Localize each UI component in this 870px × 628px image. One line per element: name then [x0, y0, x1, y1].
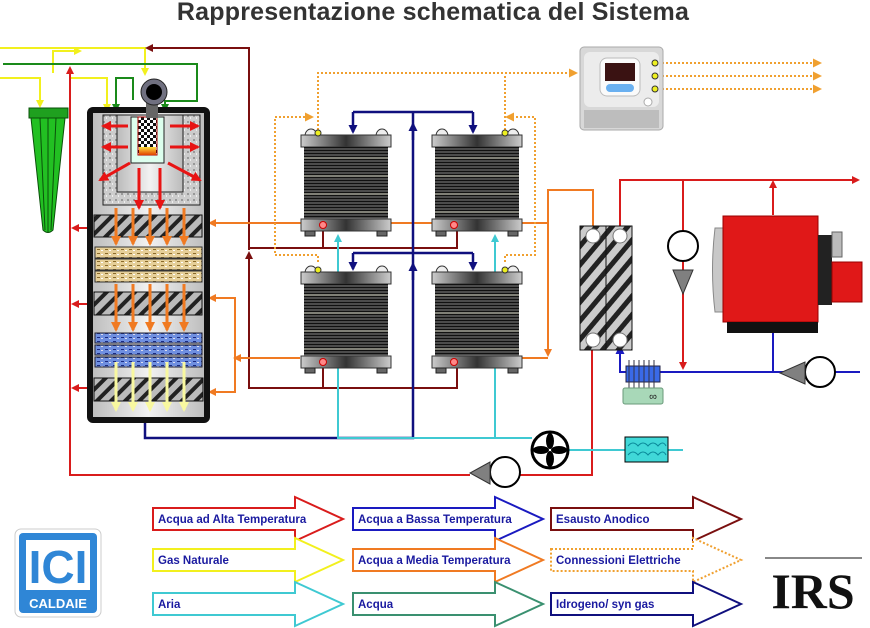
status-led-icons — [651, 59, 659, 93]
plate-heat-exchanger — [579, 225, 633, 351]
fuel-cell-stacks — [300, 128, 523, 374]
heat-arrows — [98, 121, 202, 210]
red-return-line — [66, 66, 470, 476]
legend-item: Acqua — [352, 580, 546, 628]
legend-label: Aria — [158, 599, 181, 611]
flow-meter-symbol: ∞ — [649, 391, 657, 403]
gas-line-reformer — [70, 77, 111, 112]
backup-boiler — [712, 215, 863, 333]
legend-arrow — [352, 536, 546, 584]
legend-label: Idrogeno/ syn gas — [556, 599, 654, 611]
fuel-cell-stack — [300, 128, 392, 237]
legend-item: Gas Naturale — [152, 536, 346, 584]
anode-exhaust-line — [145, 44, 250, 250]
legend-item: Acqua ad Alta Temperatura — [152, 495, 346, 543]
burner-chimney — [140, 78, 168, 118]
red-hex-in — [520, 338, 596, 476]
fuel-cell-stack — [300, 265, 392, 374]
legend-arrow — [152, 495, 346, 543]
legend-arrow — [550, 580, 744, 628]
pump-bypass — [667, 230, 699, 296]
blue-return-line — [615, 345, 860, 373]
anode-exhaust-lower-join — [245, 251, 323, 389]
legend-label: Acqua a Bassa Temperatura — [358, 514, 512, 526]
legend-label: Acqua a Media Temperatura — [358, 555, 511, 567]
cyclone-separator — [28, 107, 69, 233]
gas-line-branch — [52, 47, 82, 73]
diagram-title: Rappresentazione schematica del Sistema — [176, 0, 690, 26]
fuel-cell-stack — [431, 128, 523, 237]
legend-label: Gas Naturale — [158, 555, 229, 567]
flow-arrows-yellow — [111, 362, 189, 412]
fuel-processor-reformer — [87, 78, 210, 423]
legend-label: Connessioni Elettriche — [556, 555, 681, 567]
legend-label: Acqua — [358, 599, 394, 611]
status-led-icon — [501, 129, 509, 137]
legend-item: Acqua a Bassa Temperatura — [352, 495, 546, 543]
anode-exhaust-lower — [322, 366, 458, 389]
legend-item: Aria — [152, 580, 346, 628]
legend-label: Esausto Anodico — [556, 514, 650, 526]
legend-arrow — [152, 536, 346, 584]
ici-caldaie-logo: ICI CALDAIE — [14, 528, 102, 618]
flow-meter: ∞ — [622, 360, 664, 405]
legend-label: Acqua ad Alta Temperatura — [158, 514, 307, 526]
irs-logo-text: IRS — [771, 563, 854, 619]
fan-icon — [530, 430, 570, 470]
gas-line-cyclone — [0, 77, 44, 108]
legend-item: Idrogeno/ syn gas — [550, 580, 744, 628]
green-line-reformer — [112, 77, 134, 112]
inverter-controller[interactable] — [579, 46, 664, 131]
air-filter — [624, 436, 669, 463]
pump-return — [778, 356, 836, 388]
legend-arrow — [352, 580, 546, 628]
orange-line-reformer-a — [208, 294, 236, 358]
legend-arrow — [550, 495, 744, 543]
ici-logo-subtext: CALDAIE — [29, 596, 87, 611]
pump-high-temp — [468, 456, 521, 488]
fuel-cell-stack — [431, 265, 523, 374]
legend-arrow — [550, 536, 744, 584]
flow-arrows-orange — [111, 208, 189, 332]
status-led-icon — [501, 266, 509, 274]
red-supply-line — [619, 176, 860, 228]
electrical-lines — [274, 58, 822, 262]
legend-item: Connessioni Elettriche — [550, 536, 744, 584]
legend-arrow — [152, 580, 346, 628]
irs-logo: IRS — [765, 557, 862, 619]
orange-line-reformer-b — [208, 358, 236, 396]
orange-line-hex — [544, 189, 594, 357]
status-led-icon — [314, 129, 322, 137]
status-led-icon — [314, 266, 322, 274]
anode-exhaust-upper — [322, 230, 458, 249]
green-line-top — [3, 63, 198, 112]
legend-arrow — [352, 495, 546, 543]
legend-item: Acqua a Media Temperatura — [352, 536, 546, 584]
ici-logo-text: ICI — [29, 541, 88, 593]
legend-item: Esausto Anodico — [550, 495, 744, 543]
